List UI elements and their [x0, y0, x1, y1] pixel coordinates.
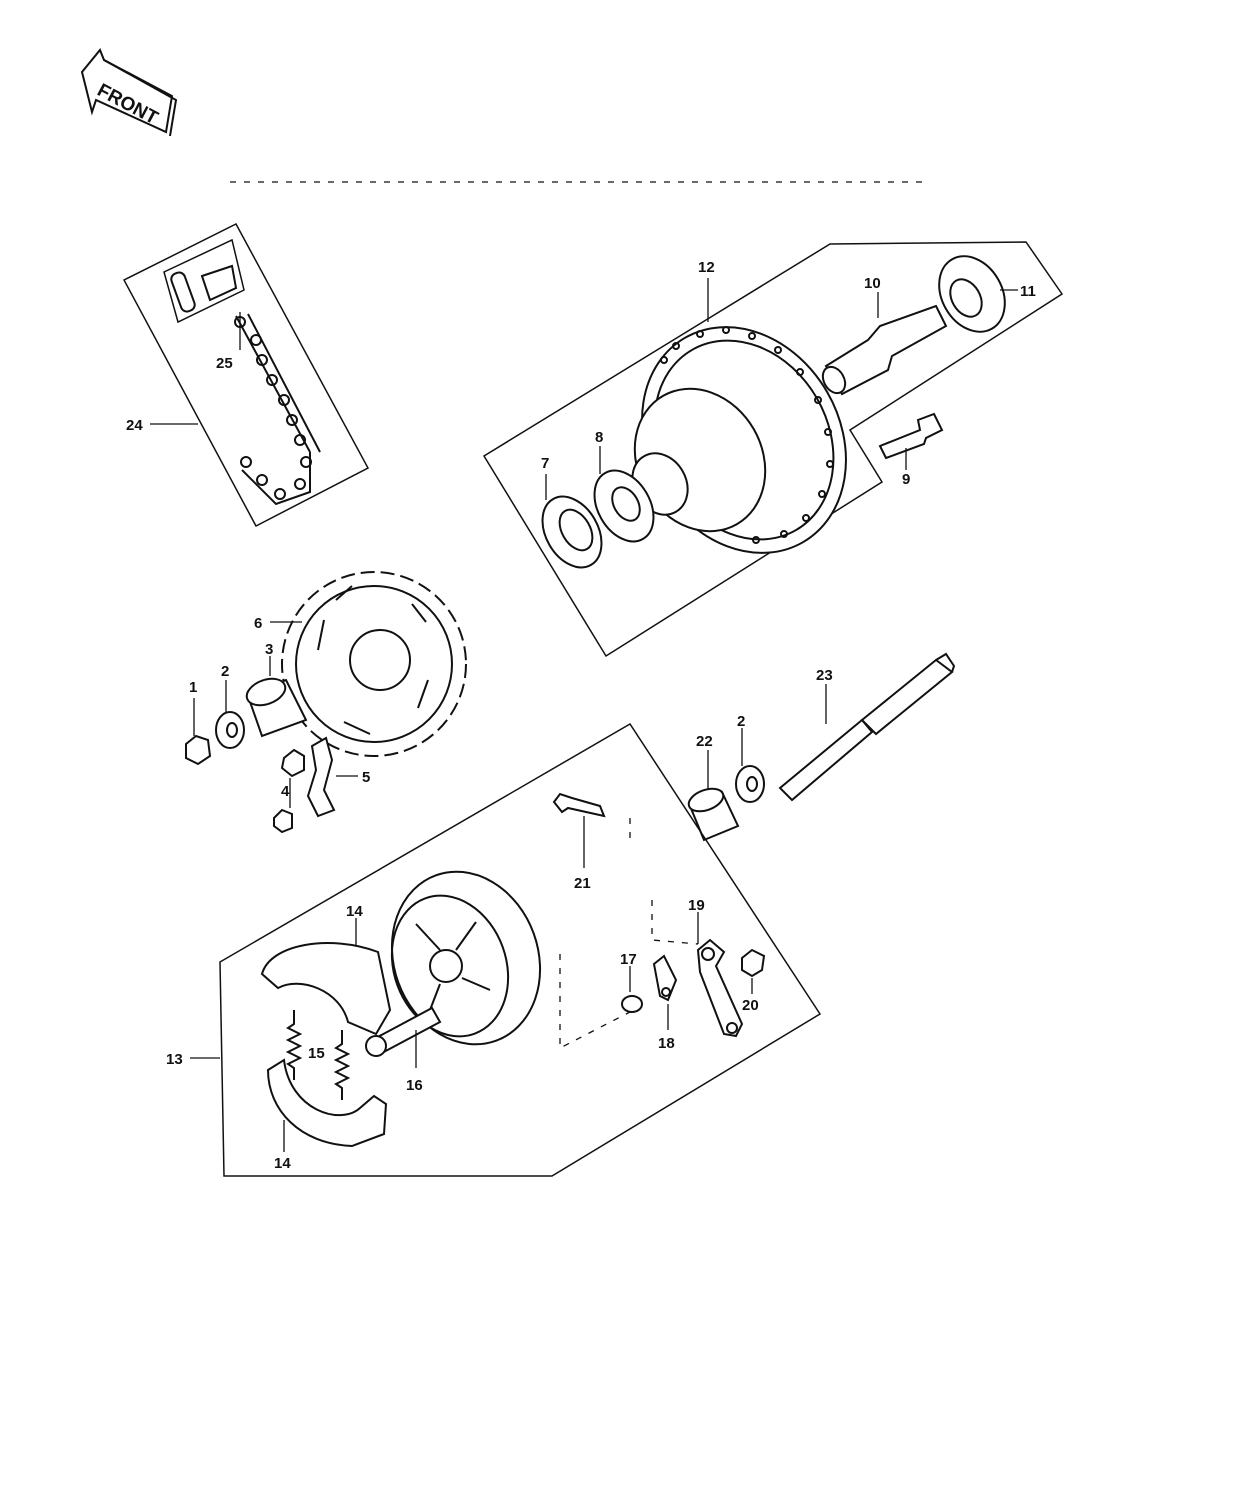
- callout-19: 19: [688, 897, 705, 914]
- callout-11: 11: [1020, 283, 1036, 300]
- washer-2b: [735, 765, 765, 803]
- callout-25: 25: [216, 355, 233, 372]
- callout-9: 9: [902, 471, 910, 488]
- cam-lever-19: [696, 938, 744, 1038]
- washer-17: [621, 995, 643, 1013]
- callout-4: 4: [281, 783, 290, 800]
- callout-21: 21: [574, 875, 591, 892]
- axle-23-thread: [778, 718, 874, 802]
- brake-outline: [219, 722, 822, 1177]
- callout-10: 10: [864, 275, 881, 292]
- spring-15b: [333, 1030, 351, 1100]
- hub-assembly: 7 8 10 11 12 9: [482, 241, 1064, 658]
- hub-outline: [482, 241, 1064, 658]
- brake-shoe-14a: [260, 942, 392, 1036]
- callout-14a: 14: [346, 903, 363, 920]
- callout-3: 3: [265, 641, 273, 658]
- chain-assembly: 25 24: [122, 223, 370, 528]
- callout-17: 17: [620, 951, 637, 968]
- callout-13: 13: [166, 1051, 183, 1068]
- master-link-box: [163, 238, 245, 324]
- chain-outline: [122, 223, 370, 528]
- callout-7: 7: [541, 455, 549, 472]
- brake-panel: [390, 870, 542, 1046]
- nut-20: [741, 948, 766, 978]
- callout-2a: 2: [221, 663, 229, 680]
- bearing-8: [593, 469, 655, 543]
- callout-12: 12: [698, 259, 715, 276]
- callout-24: 24: [126, 417, 143, 434]
- callout-16: 16: [406, 1077, 423, 1094]
- bearing-11: [938, 255, 1006, 333]
- callout-8: 8: [595, 429, 603, 446]
- assembly-line-a: [629, 818, 699, 945]
- sprocket-6: [281, 571, 467, 757]
- bolt-21: [552, 792, 606, 818]
- brake-assembly: 16 14 14 15 13 21 17 18: [166, 722, 822, 1177]
- spring-15a: [285, 1010, 303, 1080]
- callout-14b: 14: [274, 1155, 291, 1172]
- callout-20: 20: [742, 997, 759, 1014]
- callout-6: 6: [254, 615, 262, 632]
- callout-22: 22: [696, 733, 713, 750]
- spoke-holes: [660, 326, 834, 544]
- callout-1: 1: [189, 679, 197, 696]
- indicator-18: [652, 954, 678, 1002]
- master-link-clip: [200, 264, 238, 302]
- assembly-line-b: [559, 954, 631, 1050]
- chain-links: [234, 313, 321, 506]
- callout-5: 5: [362, 769, 370, 786]
- callout-18: 18: [658, 1035, 675, 1052]
- callout-2b: 2: [737, 713, 745, 730]
- washer-2: [215, 711, 245, 749]
- axle-group: 23 2 22: [687, 652, 956, 842]
- lock-plate-5: [306, 736, 336, 818]
- axle-23-shaft: [860, 658, 954, 736]
- brake-shoe-14b: [266, 1058, 388, 1148]
- master-link-plate: [170, 271, 196, 313]
- front-arrow-icon: FRONT: [80, 48, 178, 137]
- callout-15: 15: [308, 1045, 325, 1062]
- nut-4b: [273, 808, 293, 834]
- callout-23: 23: [816, 667, 833, 684]
- nut-4a: [280, 748, 305, 778]
- sprocket-group: 6 3 2 1 4 5: [185, 571, 467, 834]
- nut-1: [185, 734, 212, 766]
- bolt-9: [878, 412, 944, 460]
- collar-10: [824, 304, 948, 396]
